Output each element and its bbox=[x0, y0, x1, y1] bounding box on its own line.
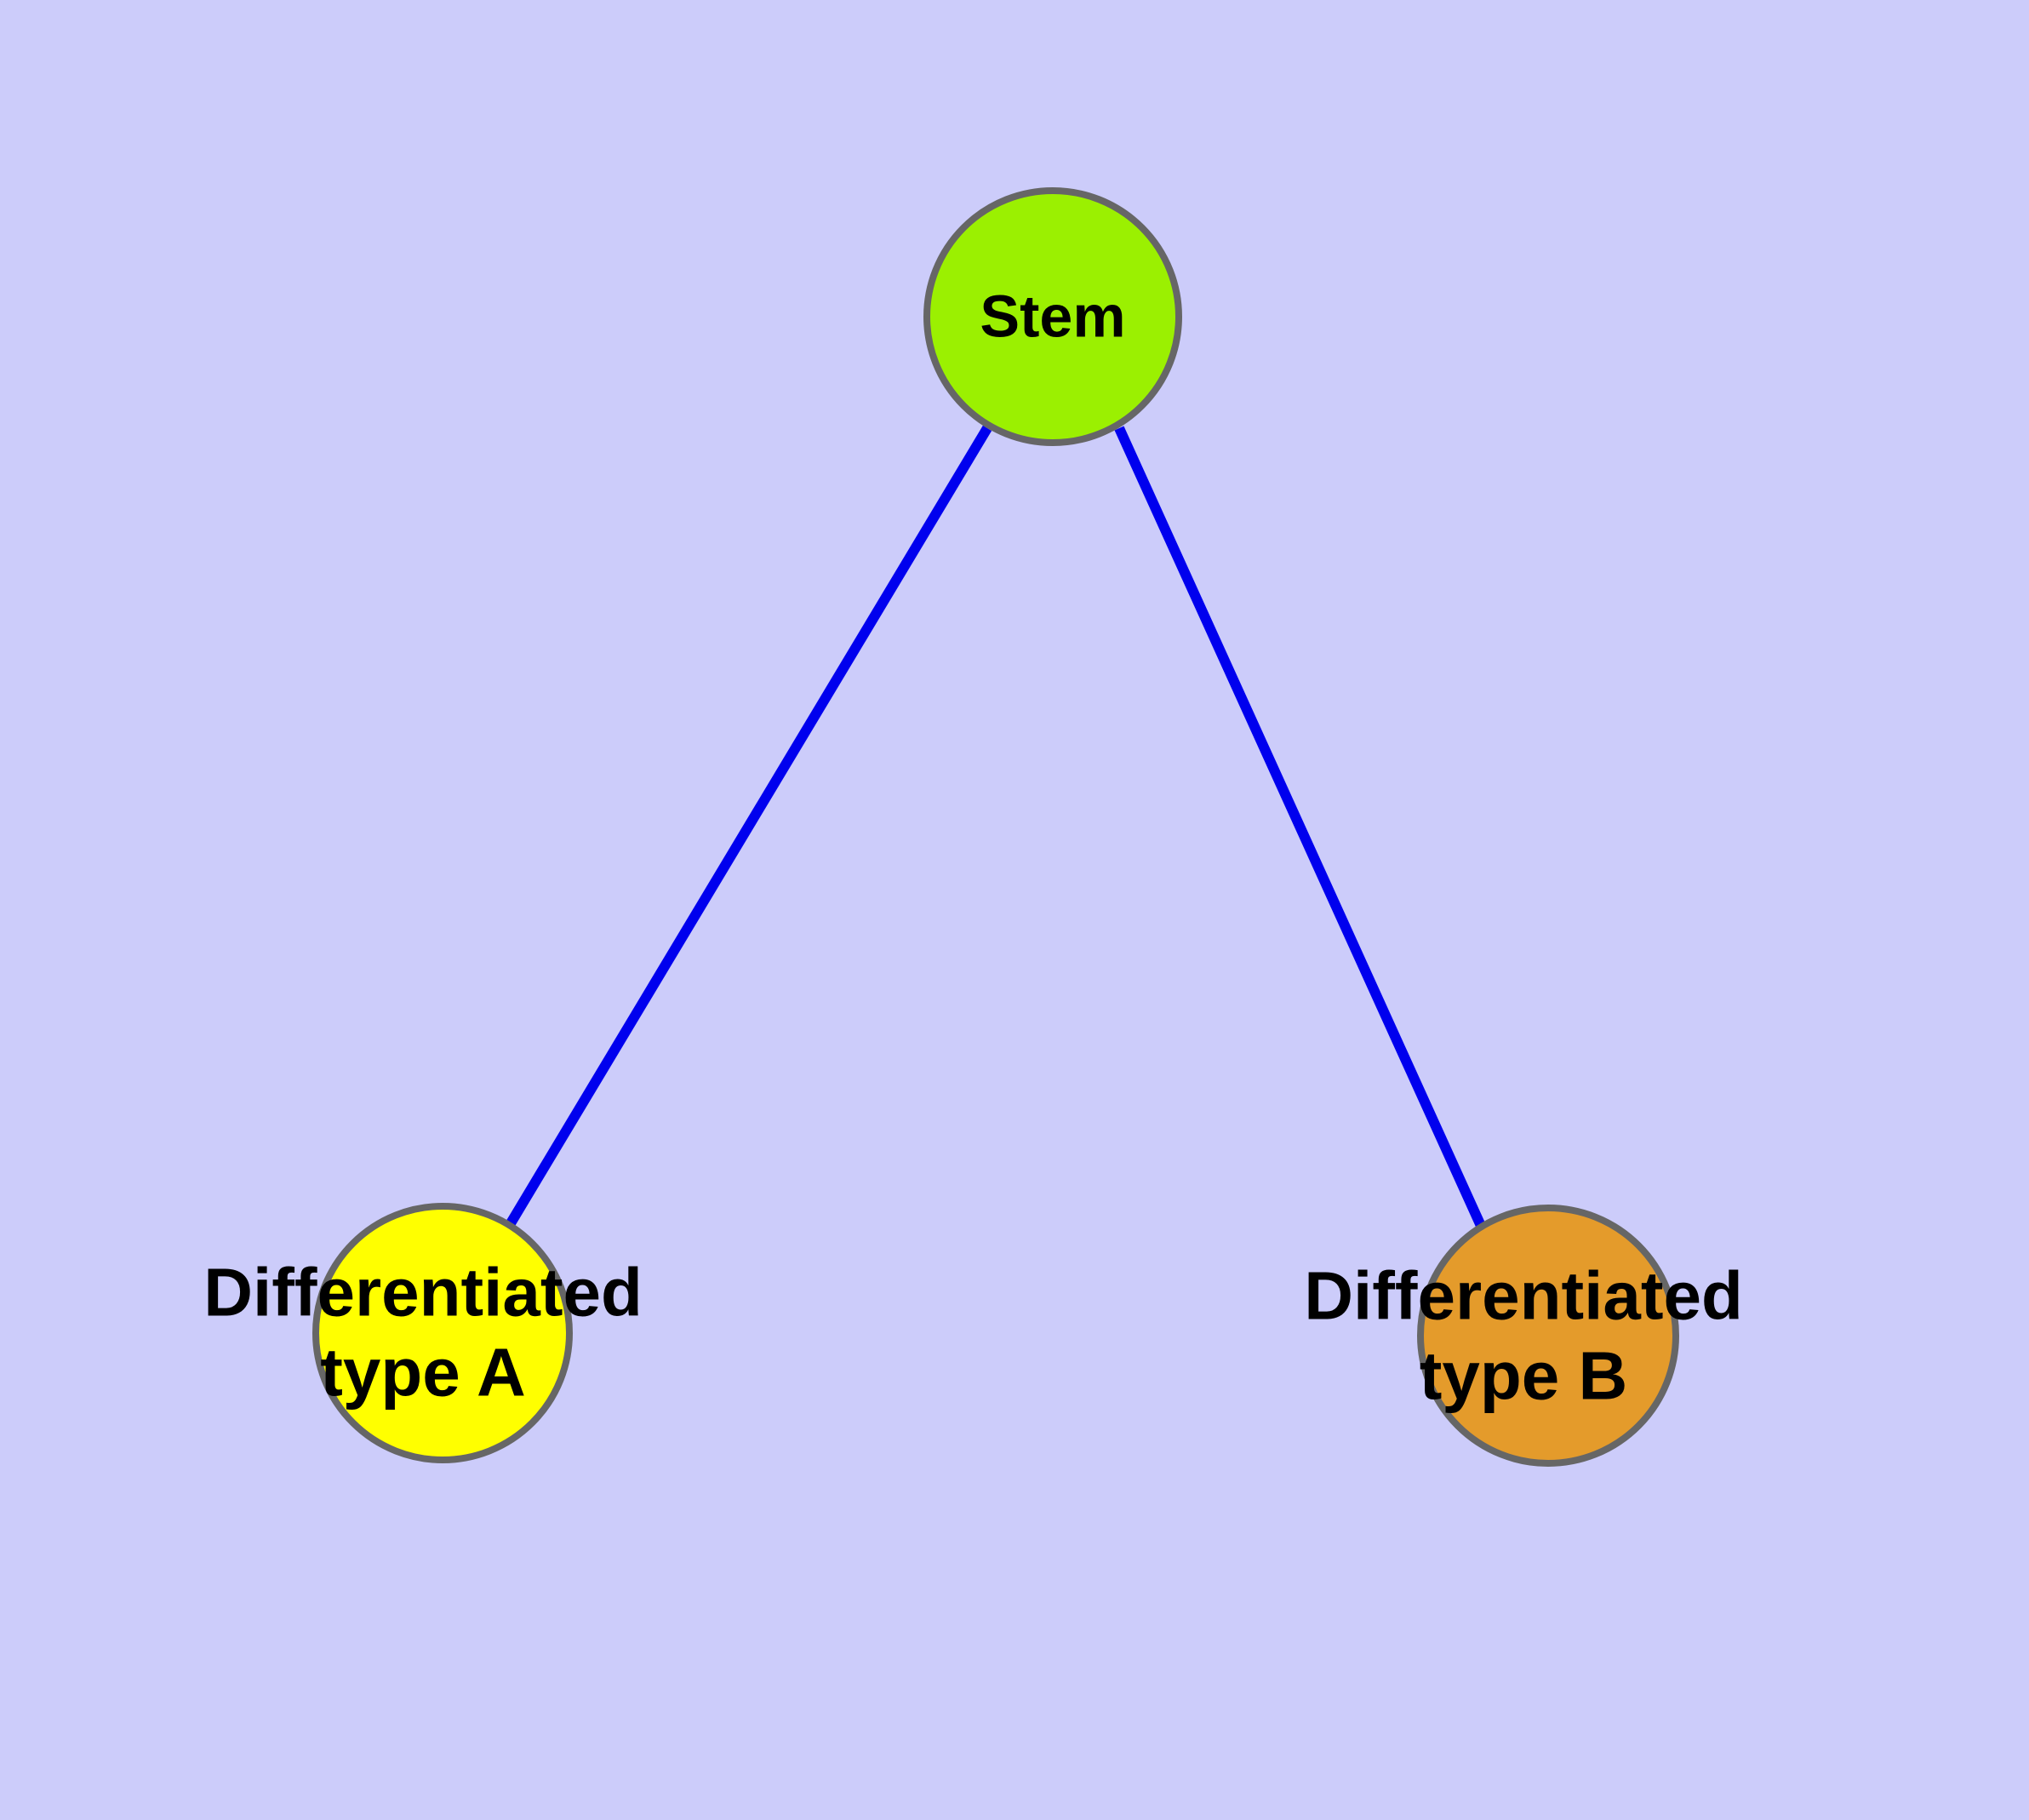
node-differentiated-type-a[interactable] bbox=[312, 1203, 573, 1463]
node-stem[interactable] bbox=[923, 187, 1182, 446]
edge-stem-to-differentiated-type-b bbox=[1114, 426, 1486, 1228]
node-differentiated-type-b[interactable] bbox=[1417, 1205, 1679, 1467]
edge-stem-to-differentiated-type-a bbox=[506, 425, 992, 1227]
edge-layer bbox=[506, 425, 1486, 1228]
node-layer bbox=[312, 187, 1679, 1467]
